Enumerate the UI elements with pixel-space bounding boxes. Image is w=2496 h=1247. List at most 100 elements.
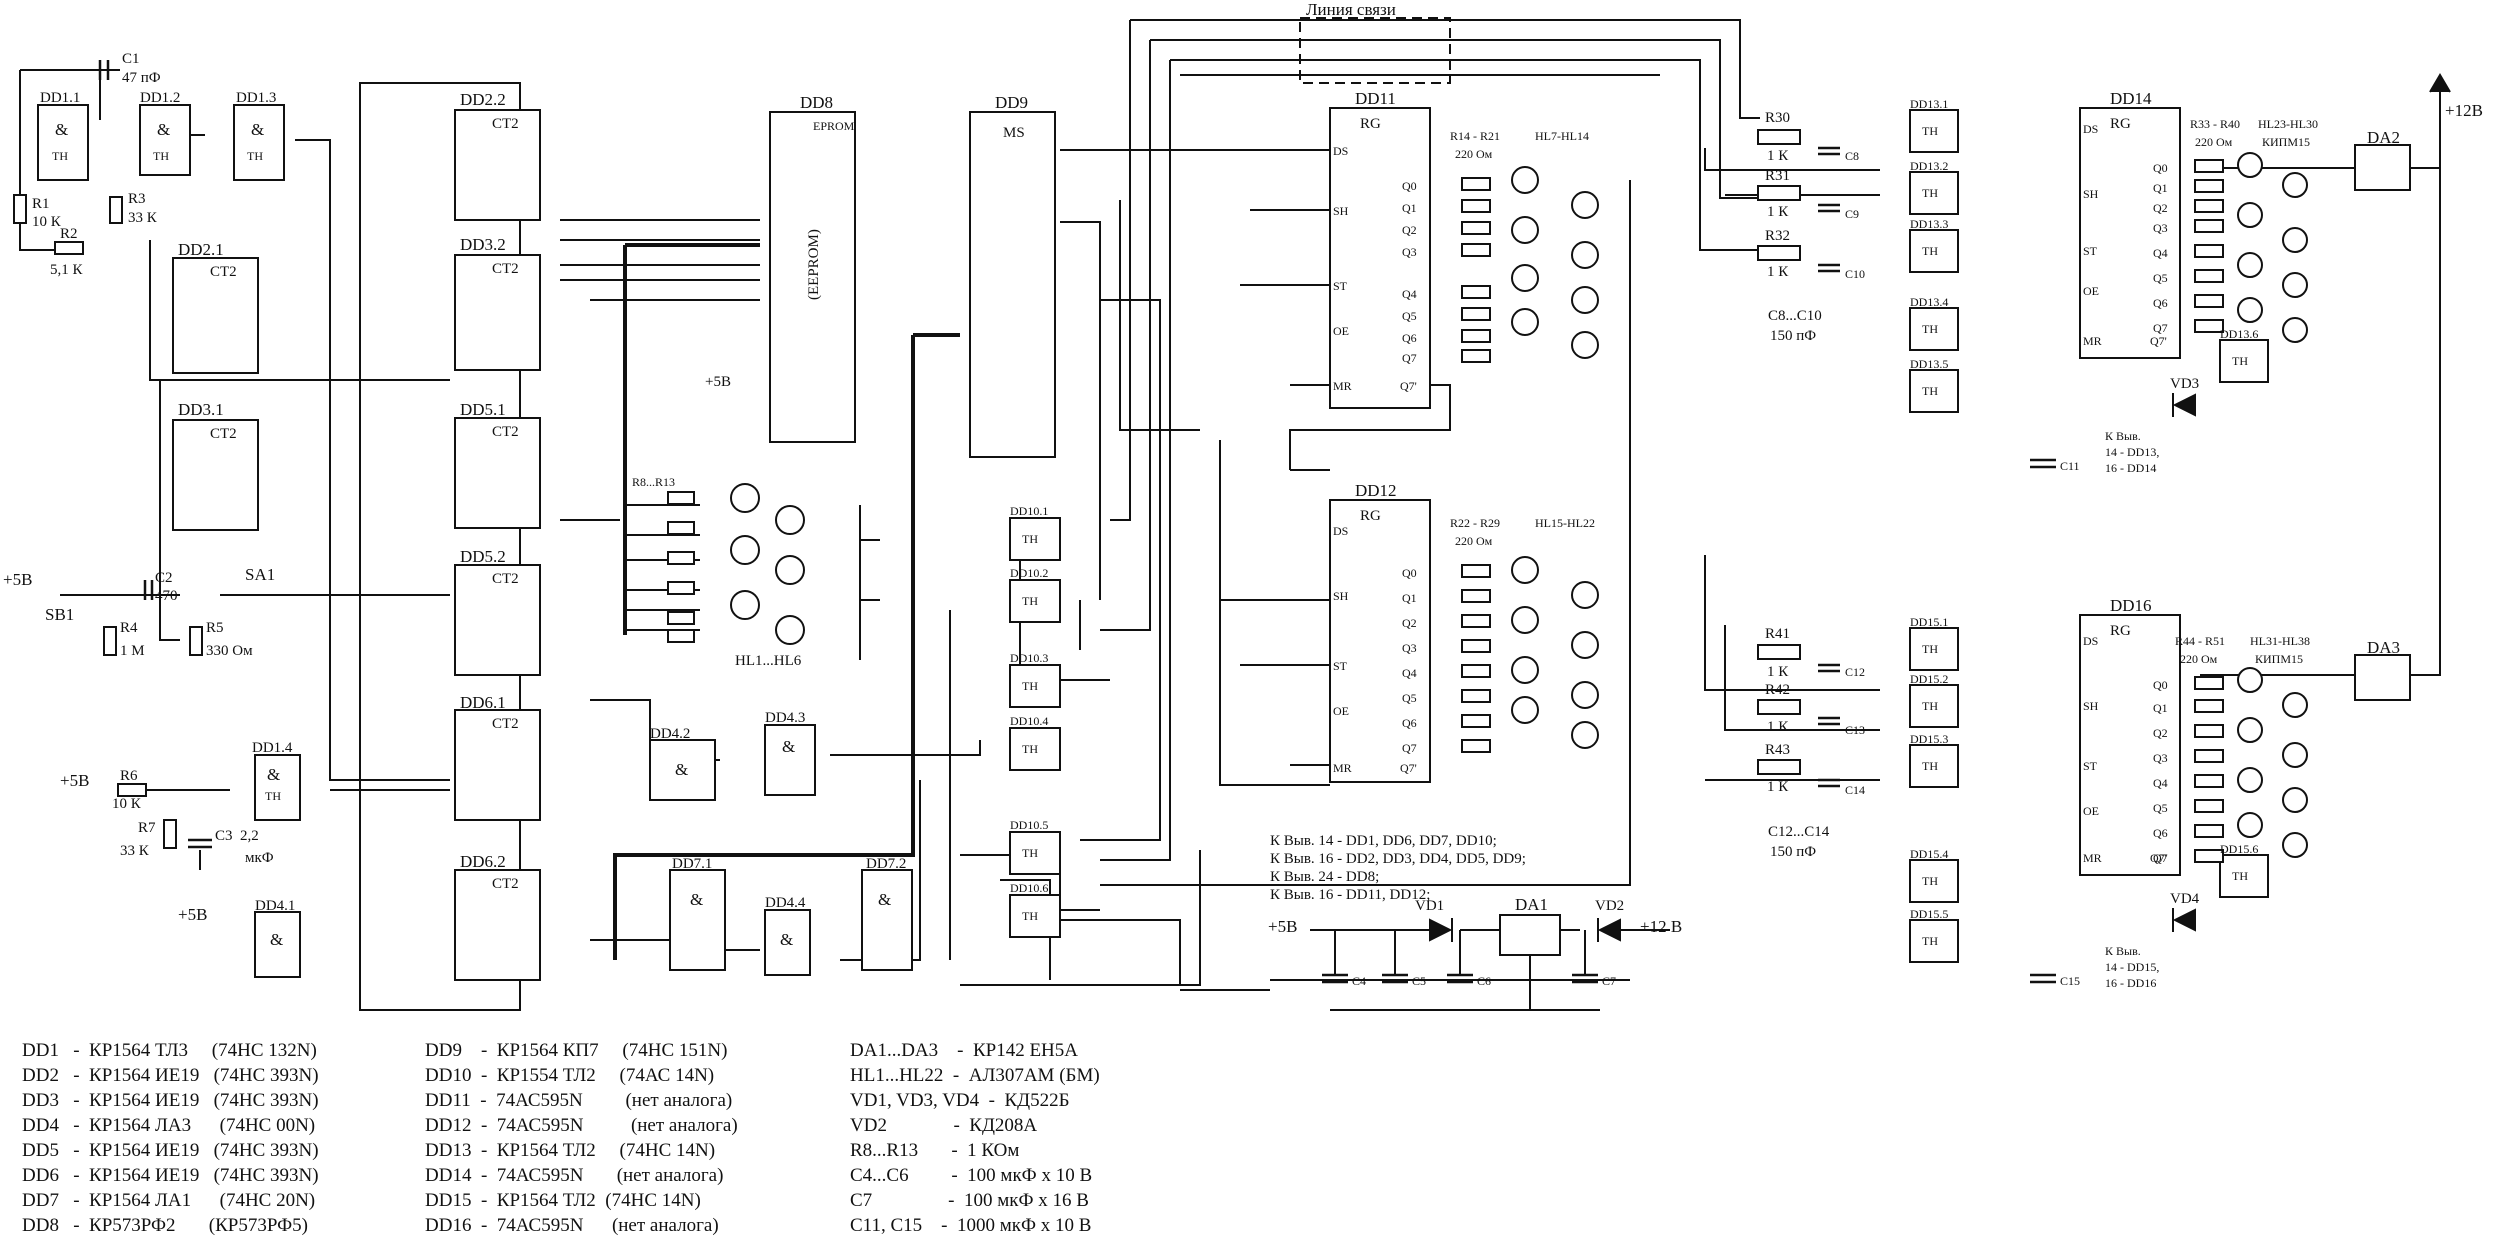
power-5v-bottom: +5В: [1268, 917, 1297, 936]
dd11-label: DD11: [1355, 89, 1396, 108]
dd15-2-label: DD15.2: [1910, 672, 1948, 686]
kvyv-top-2: 16 - DD14: [2105, 461, 2156, 475]
wires: [19, 17, 2451, 1011]
r6-label: R6: [120, 768, 138, 784]
c9-label: C9: [1845, 207, 1859, 221]
r5-label: R5: [206, 620, 224, 636]
dd14-func: RG: [2110, 116, 2131, 132]
legend-col2-line: DD14 - 74АС595N (нет аналога): [425, 1165, 724, 1186]
dd14-q2: Q2: [2153, 201, 2168, 215]
da2-label: DA2: [2367, 128, 2400, 147]
chip-dd1-3: [233, 104, 285, 181]
legend-col1-line: DD6 - КР1564 ИЕ19 (74НС 393N): [22, 1165, 319, 1186]
r7-value: 33 К: [120, 843, 150, 859]
chip-dd5-1: [454, 417, 541, 529]
da3-label: DA3: [2367, 638, 2400, 657]
dd13-5-func: TH: [1922, 384, 1938, 398]
r30-value: 1 К: [1767, 148, 1789, 164]
c12c14-label: C12...C14: [1768, 824, 1830, 840]
power-note-3: К Выв. 16 - DD11, DD12;: [1270, 887, 1430, 903]
dd2-1-label: DD2.1: [178, 240, 224, 259]
legend-col2-line: DD11 - 74АС595N (нет аналога): [425, 1090, 733, 1111]
dd15-5-func: TH: [1922, 934, 1938, 948]
r43-value: 1 К: [1767, 779, 1789, 795]
legend-col2-line: DD13 - КР1564 ТЛ2 (74НС 14N): [425, 1140, 716, 1161]
c3-label: C3: [215, 828, 233, 844]
dd12-q7: Q7: [1402, 741, 1417, 755]
chip-dd10-3: [1009, 664, 1061, 708]
r32-label: R32: [1765, 228, 1790, 244]
dd4-3-func: &: [782, 737, 795, 756]
chip-dd15-6: [2219, 854, 2269, 898]
dd13-1-label: DD13.1: [1910, 97, 1948, 111]
r4-value: 1 М: [120, 643, 145, 659]
chip-dd3-1: [172, 419, 259, 531]
chip-dd13-5: [1909, 369, 1959, 413]
hl23hl30-type: КИПМ15: [2262, 135, 2310, 149]
dd14-sh: SH: [2083, 187, 2099, 201]
r1-value: 10 К: [32, 214, 62, 230]
chip-dd8: [769, 111, 856, 443]
da1-label: DA1: [1515, 895, 1548, 914]
dd4-1-func: &: [270, 930, 283, 949]
kvyv-top-0: К Выв.: [2105, 429, 2141, 443]
legend-col3-line: C4...C6 - 100 мкФ х 10 В: [850, 1165, 1093, 1186]
dd15-2-func: TH: [1922, 699, 1938, 713]
dd10-6-func: TH: [1022, 909, 1038, 923]
c3-unit: мкФ: [245, 850, 274, 866]
dd13-1-func: TH: [1922, 124, 1938, 138]
chip-dd12: [1329, 499, 1431, 783]
dd4-2-func: &: [675, 760, 688, 779]
dd12-st: ST: [1333, 659, 1348, 673]
chip-dd1-4: [254, 754, 301, 821]
hl1hl6-label: HL1...HL6: [735, 653, 802, 669]
c6-label: C6: [1477, 974, 1491, 988]
dd16-label: DD16: [2110, 596, 2152, 615]
dd15-1-label: DD15.1: [1910, 615, 1948, 629]
vd3-label: VD3: [2170, 376, 2199, 392]
chip-dd1-1: [37, 104, 89, 181]
dd14-q7: Q7: [2153, 321, 2168, 335]
dd5-2-label: DD5.2: [460, 547, 506, 566]
dd16-q1: Q1: [2153, 701, 2168, 715]
chip-dd4-3: [764, 724, 816, 796]
r32-value: 1 К: [1767, 264, 1789, 280]
kvyv-bottom-0: К Выв.: [2105, 944, 2141, 958]
c13-label: C13: [1845, 723, 1865, 737]
legend-col2-line: DD15 - КР1564 ТЛ2 (74НС 14N): [425, 1190, 701, 1211]
legend-col3-line: C11, C15 - 1000 мкФ х 10 В: [850, 1215, 1092, 1236]
dd12-q1: Q1: [1402, 591, 1417, 605]
chip-dd2-1: [172, 257, 259, 374]
c11-label: C11: [2060, 459, 2080, 473]
vd4-label: VD4: [2170, 891, 2200, 907]
dd2-2-label: DD2.2: [460, 90, 506, 109]
dd14-q1: Q1: [2153, 181, 2168, 195]
chip-dd4-2: [649, 739, 716, 801]
dd6-1-label: DD6.1: [460, 693, 506, 712]
dd16-q3: Q3: [2153, 751, 2168, 765]
legend-col1-line: DD3 - КР1564 ИЕ19 (74НС 393N): [22, 1090, 319, 1111]
chip-dd13-6: [2219, 339, 2269, 383]
dd5-1-func: CT2: [492, 424, 519, 440]
chip-da1: [1499, 914, 1561, 956]
c4-label: C4: [1352, 974, 1366, 988]
dd13-5-label: DD13.5: [1910, 357, 1948, 371]
legend-col3-line: DA1...DA3 - КР142 ЕН5А: [850, 1040, 1078, 1061]
dd16-sh: SH: [2083, 699, 2099, 713]
dd12-q3: Q3: [1402, 641, 1417, 655]
chip-dd9: [969, 111, 1056, 458]
legend-col1-line: DD1 - КР1564 ТЛ3 (74НС 132N): [22, 1040, 317, 1061]
legend-col1-line: DD8 - КР573РФ2 (КР573РФ5): [22, 1215, 308, 1236]
dd16-q5: Q5: [2153, 801, 2168, 815]
legend-col3-line: VD2 - КД208А: [850, 1115, 1038, 1136]
power-5v-r6: +5В: [60, 771, 89, 790]
dd3-1-label: DD3.1: [178, 400, 224, 419]
dd7-1-func: &: [690, 890, 703, 909]
dd10-6-label: DD10.6: [1010, 881, 1048, 895]
dd13-2-label: DD13.2: [1910, 159, 1948, 173]
dd16-q4: Q4: [2153, 776, 2168, 790]
dd15-4-func: TH: [1922, 874, 1938, 888]
dd16-q7s: Q7': [2150, 851, 2167, 865]
legend-col1-line: DD4 - КР1564 ЛА3 (74НС 00N): [22, 1115, 316, 1136]
dd5-1-label: DD5.1: [460, 400, 506, 419]
